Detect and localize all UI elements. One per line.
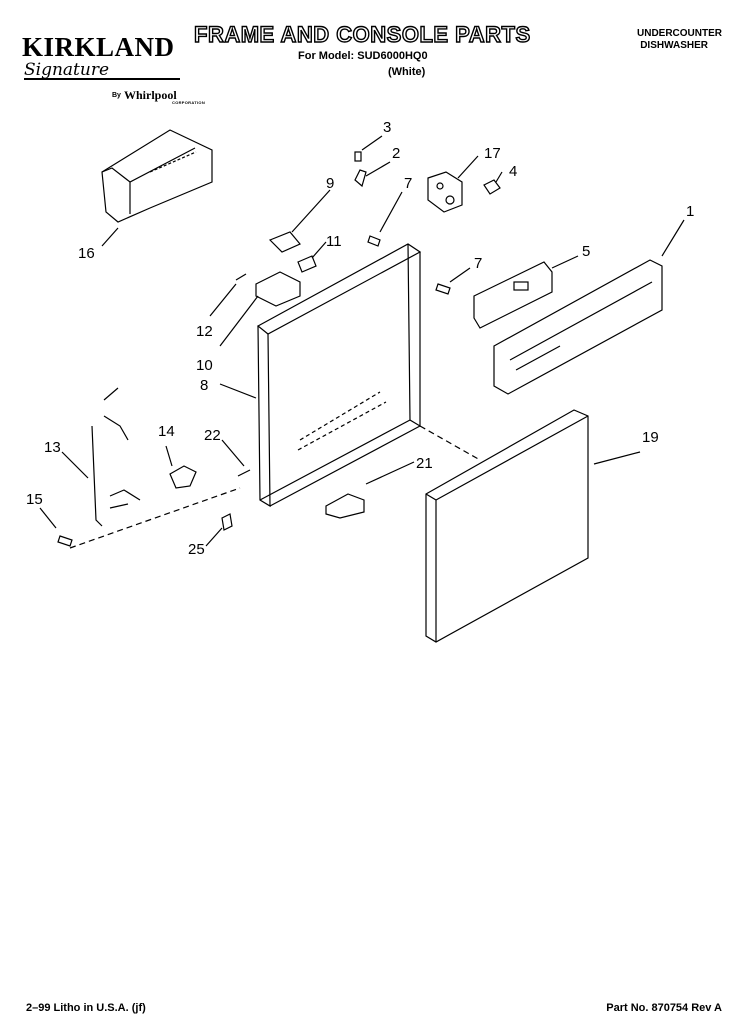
- callout-19: 19: [642, 429, 659, 446]
- part-5-control-panel: [473, 261, 553, 329]
- callout-16: 16: [78, 245, 95, 262]
- category-line-2: DISHWASHER: [640, 40, 708, 51]
- callout-1: 1: [686, 203, 694, 220]
- callout-8: 8: [200, 377, 208, 394]
- logo-rule: [24, 78, 180, 80]
- kirkland-logo: KIRKLAND Signature By Whirlpool CORPORAT…: [22, 32, 205, 106]
- part-19-door-panel: [425, 409, 589, 643]
- color-line: (White): [388, 66, 426, 78]
- callout-3: 3: [383, 119, 391, 136]
- page-title: FRAME AND CONSOLE PARTS: [193, 21, 531, 47]
- callout-12: 12: [196, 323, 213, 340]
- part-11: [297, 255, 317, 273]
- whirlpool-sub: CORPORATION: [172, 100, 206, 105]
- callout-7-mid: 7: [474, 255, 482, 272]
- part-10: [255, 271, 301, 307]
- part-1-console: [493, 259, 663, 395]
- callout-2: 2: [392, 145, 400, 162]
- callout-13: 13: [44, 439, 61, 456]
- callout-25: 25: [188, 541, 205, 558]
- part-22: [237, 469, 251, 477]
- callout-15: 15: [26, 491, 43, 508]
- callout-21: 21: [416, 455, 433, 472]
- part-16-shield: [101, 129, 213, 223]
- callout-17: 17: [484, 145, 501, 162]
- part-15-screw: [57, 535, 73, 547]
- callout-7-top: 7: [404, 175, 412, 192]
- part-17-bracket: [427, 171, 463, 213]
- callout-4: 4: [509, 163, 517, 180]
- brand-name: KIRKLAND: [22, 32, 175, 62]
- part-4: [483, 179, 501, 195]
- callout-9: 9: [326, 175, 334, 192]
- callout-22: 22: [204, 427, 221, 444]
- part-9: [268, 231, 301, 253]
- part-7-screw-b: [435, 283, 451, 295]
- part-21: [325, 493, 365, 519]
- part-14: [169, 465, 197, 489]
- part-13-harness: [91, 387, 141, 527]
- whirlpool-logo: Whirlpool: [124, 88, 177, 102]
- callout-10: 10: [196, 357, 213, 374]
- part-8-frame: [256, 243, 422, 508]
- callout-14: 14: [158, 423, 175, 440]
- footer-part-number: Part No. 870754 Rev A: [606, 1002, 722, 1014]
- category-line-1: UNDERCOUNTER: [637, 28, 722, 39]
- footer-litho: 2–99 Litho in U.S.A. (jf): [26, 1002, 146, 1014]
- part-2: [354, 169, 367, 188]
- part-25: [221, 513, 233, 531]
- brand-by: By: [112, 92, 121, 99]
- part-3: [354, 151, 362, 162]
- model-line: For Model: SUD6000HQ0: [298, 50, 428, 62]
- callout-11: 11: [326, 233, 342, 250]
- brand-script: Signature: [24, 60, 110, 80]
- part-12: [235, 273, 247, 281]
- part-7-screw-a: [367, 235, 381, 247]
- callout-5: 5: [582, 243, 590, 260]
